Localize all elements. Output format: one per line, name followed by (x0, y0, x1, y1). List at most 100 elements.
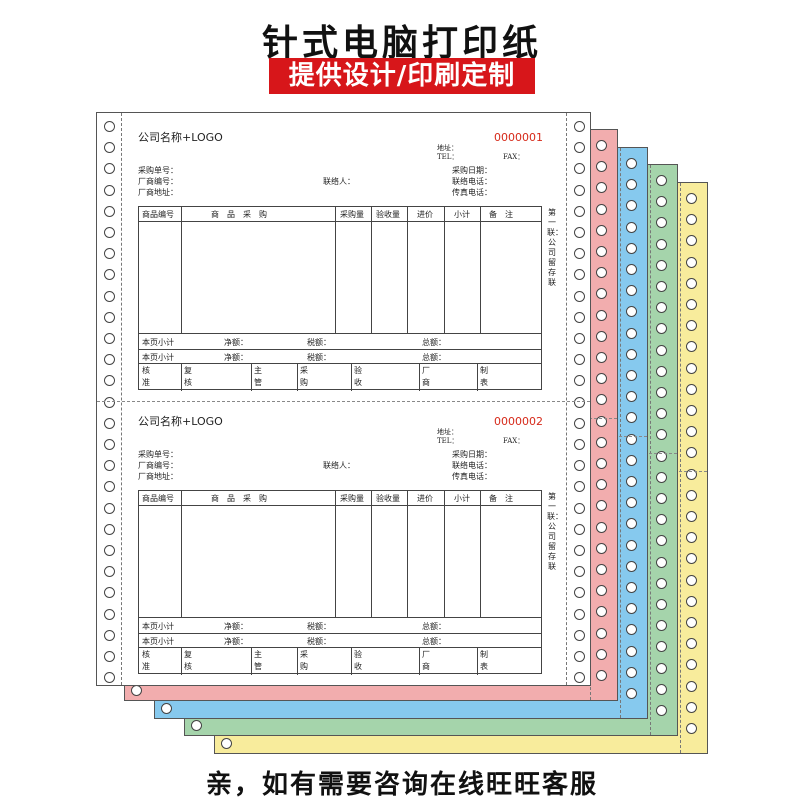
tractor-hole (574, 142, 585, 154)
tractor-hole (686, 341, 697, 353)
tractor-hole (574, 608, 585, 620)
tractor-hole (626, 666, 637, 678)
tractor-hole (104, 523, 115, 535)
tractor-hole (626, 391, 637, 403)
tractor-holes (655, 165, 669, 735)
signature-label: 验收 (354, 366, 362, 387)
tractor-hole (104, 227, 115, 238)
address-label: 地址： (437, 428, 458, 436)
column-header: 商 品 采 购 (211, 210, 267, 219)
tractor-hole (104, 396, 115, 408)
tractor-hole (574, 566, 585, 578)
signature-label: 主管 (254, 650, 262, 671)
tractor-hole (686, 595, 697, 607)
tractor-hole (626, 200, 637, 212)
page-subtotal-label: 本页小计 (142, 353, 174, 362)
tractor-hole (596, 542, 607, 554)
tractor-hole (596, 479, 607, 491)
tractor-hole (104, 545, 115, 556)
tractor-hole (574, 269, 585, 281)
tractor-hole (656, 365, 667, 377)
page-subtotal-label: 本页小计 (142, 338, 174, 347)
tel-label: TEL： (437, 153, 459, 161)
tractor-hole (574, 672, 585, 684)
tractor-hole (596, 521, 607, 533)
tractor-hole (686, 723, 697, 734)
tractor-hole (626, 433, 637, 445)
copy-label: 第一联：公司留存联 (547, 492, 563, 571)
tractor-hole (574, 311, 585, 323)
total-amount-label: 总额： (422, 338, 446, 347)
column-header: 备 注 (489, 494, 513, 503)
tax-amount-label: 税额： (307, 338, 331, 347)
tractor-hole (596, 288, 607, 300)
total-amount-label: 总额： (422, 622, 446, 631)
tractor-hole (626, 688, 637, 699)
tractor-hole (596, 309, 607, 321)
tractor-hole (596, 606, 607, 618)
tractor-hole (656, 620, 667, 632)
tractor-hole (686, 701, 697, 713)
tractor-hole (686, 489, 697, 501)
tractor-hole (656, 408, 667, 420)
tractor-hole (656, 281, 667, 292)
tractor-hole (656, 323, 667, 335)
tractor-hole (626, 158, 637, 169)
left-perforation (121, 113, 122, 685)
tractor-hole (104, 417, 115, 429)
tractor-hole (686, 193, 697, 204)
tractor-hole (626, 412, 637, 424)
company-name: 公司名称+LOGO (138, 415, 223, 428)
net-amount-label: 净额： (224, 338, 248, 347)
subtitle-banner: 提供设计/印刷定制 (269, 58, 535, 94)
tractor-hole (656, 535, 667, 547)
tractor-hole (596, 140, 607, 151)
signature-label: 主管 (254, 366, 262, 387)
net-amount-label: 净额： (224, 622, 248, 631)
tractor-hole (656, 344, 667, 356)
purchase-date-label: 采购日期： (452, 450, 492, 459)
tractor-hole (596, 394, 607, 406)
tractor-hole (596, 500, 607, 512)
signature-label: 制表 (480, 650, 488, 671)
tractor-hole (574, 121, 585, 132)
tractor-hole (686, 468, 697, 480)
left-tractor-holes (103, 113, 117, 685)
column-header: 进价 (417, 494, 433, 503)
signature-label: 厂商 (422, 366, 430, 387)
tractor-hole (574, 375, 585, 387)
tractor-hole (656, 175, 667, 186)
tractor-hole (656, 387, 667, 398)
tractor-hole (574, 460, 585, 472)
tractor-hole (104, 502, 115, 514)
page-perforation (97, 401, 590, 402)
tractor-hole (686, 680, 697, 692)
column-header: 进价 (417, 210, 433, 219)
tractor-hole (626, 518, 637, 530)
tractor-hole (596, 182, 607, 194)
signature-label: 核准 (142, 366, 150, 387)
column-header: 小计 (454, 210, 470, 219)
tractor-hole (626, 454, 637, 466)
tractor-hole (626, 264, 637, 275)
tractor-hole (104, 608, 115, 620)
address-label: 地址： (437, 144, 458, 152)
phone-label: 联络电话： (452, 177, 492, 186)
tractor-hole (574, 417, 585, 429)
total-amount-label: 总额： (422, 637, 446, 646)
tractor-hole (656, 577, 667, 589)
tractor-hole (686, 299, 697, 310)
tractor-hole (104, 269, 115, 281)
tractor-hole (104, 460, 115, 472)
column-header: 采购量 (340, 494, 364, 503)
tractor-hole (596, 352, 607, 363)
tractor-hole (656, 196, 667, 208)
tractor-hole (104, 587, 115, 599)
signature-label: 核准 (142, 650, 150, 671)
purchase-form: 公司名称+LOGO 0000002 地址： TEL： FAX： 采购单号： 厂商… (97, 403, 592, 685)
tractor-hole (574, 545, 585, 556)
tax-amount-label: 税额： (307, 353, 331, 362)
tractor-hole (104, 354, 115, 366)
fax-label: FAX： (503, 153, 525, 161)
tractor-hole (574, 205, 585, 217)
